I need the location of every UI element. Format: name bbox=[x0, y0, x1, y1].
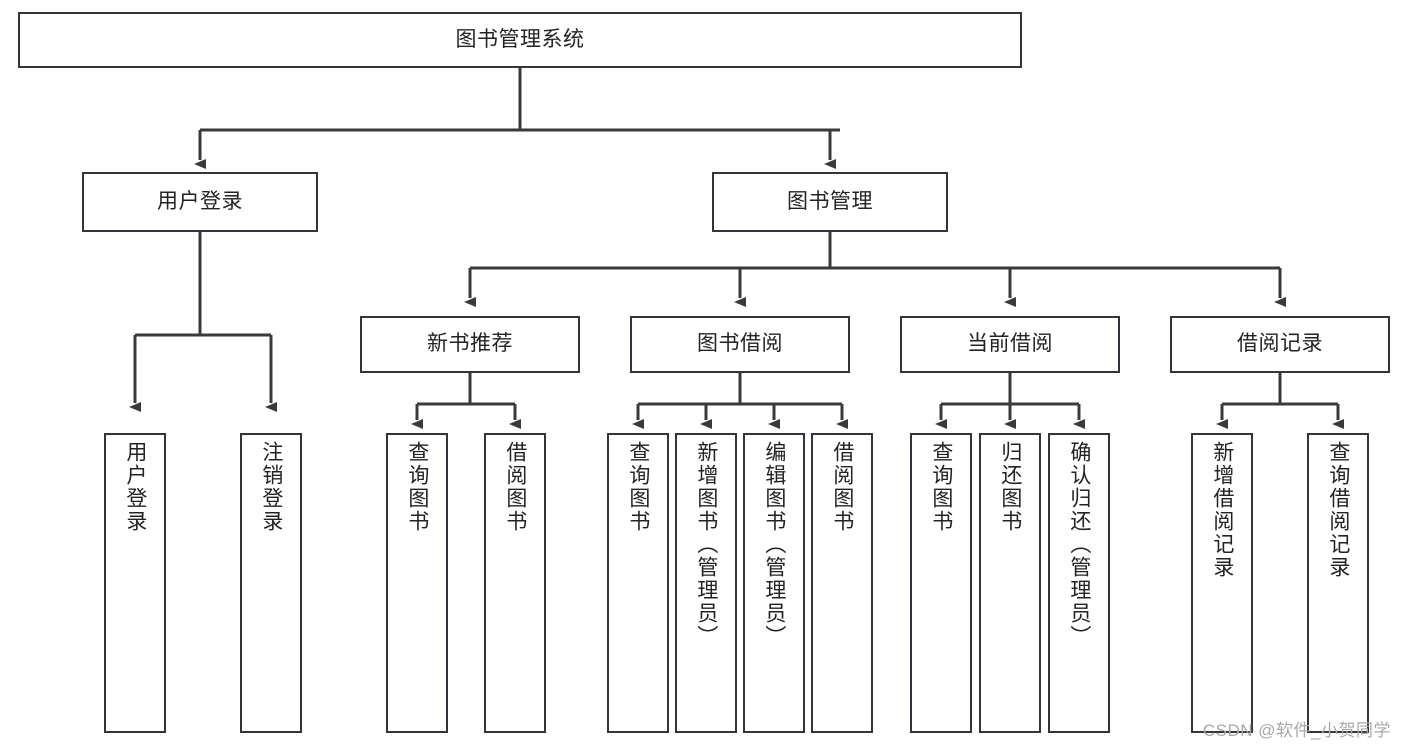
node-root[interactable]: 图书管理系统 bbox=[18, 12, 1022, 68]
leaf-current-return-book-label: 归还图书 bbox=[998, 441, 1022, 533]
leaf-borrow-borrow-book[interactable]: 借阅图书 bbox=[811, 433, 873, 733]
node-borrow-record[interactable]: 借阅记录 bbox=[1170, 316, 1390, 373]
node-book-borrow[interactable]: 图书借阅 bbox=[630, 316, 850, 373]
leaf-record-add-record-label: 新增借阅记录 bbox=[1210, 441, 1234, 579]
node-root-label: 图书管理系统 bbox=[455, 27, 585, 51]
leaf-borrow-borrow-book-label: 借阅图书 bbox=[830, 441, 854, 533]
node-user-login[interactable]: 用户登录 bbox=[82, 172, 318, 232]
leaf-borrow-add-book-label: 新增图书（管理员） bbox=[694, 441, 718, 648]
node-borrow-record-label: 借阅记录 bbox=[1237, 332, 1323, 356]
leaf-current-confirm-return[interactable]: 确认归还（管理员） bbox=[1048, 433, 1110, 733]
leaf-current-query-book[interactable]: 查询图书 bbox=[910, 433, 972, 733]
leaf-record-query-record[interactable]: 查询借阅记录 bbox=[1307, 433, 1369, 733]
leaf-borrow-add-book[interactable]: 新增图书（管理员） bbox=[675, 433, 737, 733]
node-book-borrow-label: 图书借阅 bbox=[697, 332, 783, 356]
leaf-borrow-query-book-label: 查询图书 bbox=[626, 441, 650, 533]
node-current-borrow-label: 当前借阅 bbox=[967, 332, 1053, 356]
leaf-recommend-query-book-label: 查询图书 bbox=[405, 441, 429, 533]
node-current-borrow[interactable]: 当前借阅 bbox=[900, 316, 1120, 373]
node-new-book-recommend-label: 新书推荐 bbox=[427, 332, 513, 356]
node-book-management-label: 图书管理 bbox=[787, 189, 873, 213]
leaf-record-add-record[interactable]: 新增借阅记录 bbox=[1191, 433, 1253, 733]
leaf-borrow-edit-book[interactable]: 编辑图书（管理员） bbox=[743, 433, 805, 733]
node-new-book-recommend[interactable]: 新书推荐 bbox=[360, 316, 580, 373]
node-book-management[interactable]: 图书管理 bbox=[712, 172, 948, 232]
leaf-recommend-query-book[interactable]: 查询图书 bbox=[386, 433, 448, 733]
leaf-current-query-book-label: 查询图书 bbox=[929, 441, 953, 533]
leaf-borrow-edit-book-label: 编辑图书（管理员） bbox=[762, 441, 786, 648]
watermark-text: CSDN @软件_小贺同学 bbox=[1202, 721, 1391, 740]
leaf-current-confirm-return-label: 确认归还（管理员） bbox=[1067, 441, 1091, 648]
leaf-recommend-borrow-book-label: 借阅图书 bbox=[503, 441, 527, 533]
leaf-user-login-login[interactable]: 用户登录 bbox=[104, 433, 166, 733]
leaf-recommend-borrow-book[interactable]: 借阅图书 bbox=[484, 433, 546, 733]
leaf-borrow-query-book[interactable]: 查询图书 bbox=[607, 433, 669, 733]
leaf-user-login-logout-label: 注销登录 bbox=[259, 441, 283, 533]
leaf-record-query-record-label: 查询借阅记录 bbox=[1326, 441, 1350, 579]
leaf-current-return-book[interactable]: 归还图书 bbox=[979, 433, 1041, 733]
leaf-user-login-logout[interactable]: 注销登录 bbox=[240, 433, 302, 733]
leaf-user-login-login-label: 用户登录 bbox=[123, 441, 147, 533]
node-user-login-label: 用户登录 bbox=[157, 189, 243, 213]
